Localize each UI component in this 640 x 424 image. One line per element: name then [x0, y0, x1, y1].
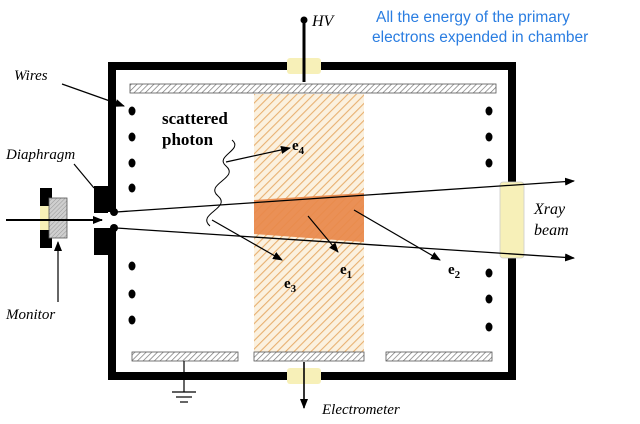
- electron-track-e2: [353, 209, 441, 261]
- wires-pointer: [61, 83, 125, 107]
- scattered-photon-path: [206, 139, 236, 227]
- monitor-label: Monitor: [5, 307, 55, 323]
- xray-beam-label-2: beam: [534, 222, 569, 239]
- electron-track-e1: [307, 215, 339, 253]
- guard-plate-right: [385, 351, 493, 362]
- scattered-photon-label-1: scattered: [162, 109, 228, 128]
- scattered-photon-label-2: photon: [162, 130, 214, 149]
- diaphragm: [94, 186, 118, 255]
- guard-wires-left: [128, 106, 136, 325]
- electron-label-e3: e3: [284, 276, 297, 295]
- note-line-1: All the energy of the primary: [376, 9, 570, 26]
- guard-plate-left: [131, 351, 239, 362]
- hv-terminal: [300, 16, 308, 24]
- electron-track-e3: [211, 219, 283, 261]
- beam-edge-upper: [115, 177, 575, 213]
- guard-wires-right: [485, 106, 493, 332]
- electron-track-e4: [225, 146, 291, 163]
- collector-plate: [253, 351, 365, 362]
- high-voltage-plate: [129, 83, 497, 94]
- diaphragm-pointer: [73, 163, 95, 189]
- note-line-2: electrons expended in chamber: [372, 29, 588, 46]
- wires-label: Wires: [14, 68, 48, 84]
- monitor: [40, 188, 68, 248]
- electrometer-label: Electrometer: [321, 402, 400, 418]
- xray-beam-label-1: Xray: [533, 201, 566, 218]
- diaphragm-label: Diaphragm: [5, 147, 75, 163]
- hv-label: HV: [311, 13, 336, 30]
- exit-window: [499, 181, 525, 259]
- ground-icon: [172, 361, 196, 403]
- electron-label-e4: e4: [292, 138, 305, 157]
- electron-label-e2: e2: [448, 262, 461, 281]
- electron-label-e1: e1: [340, 262, 352, 281]
- beam-edge-lower: [115, 227, 575, 262]
